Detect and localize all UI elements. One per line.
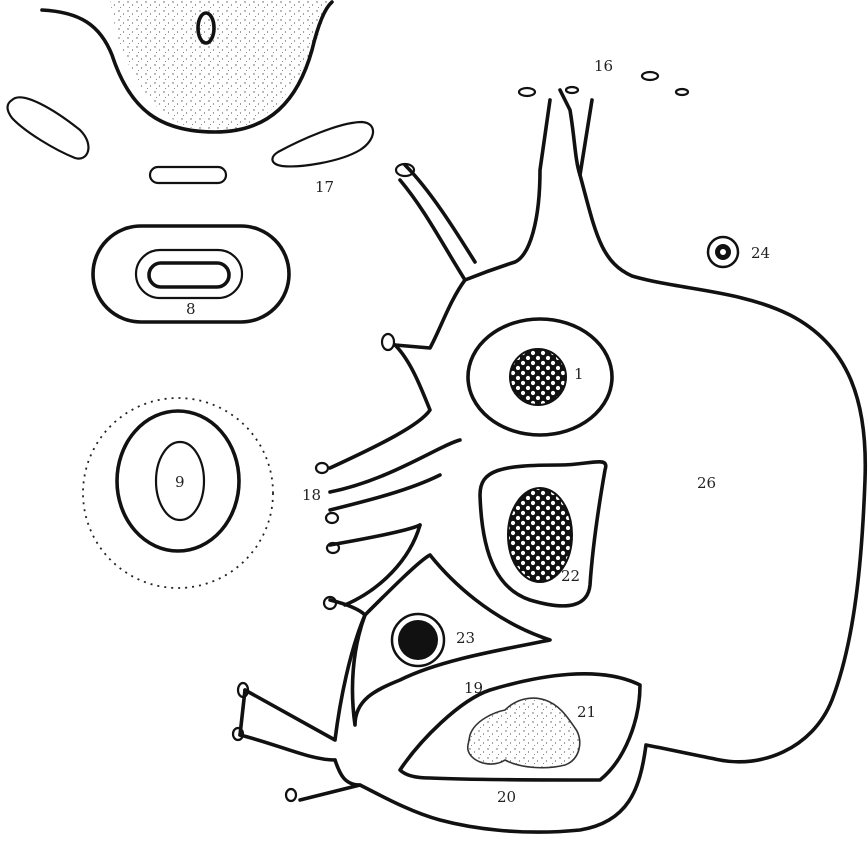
figure-labels: 16 17 8 24 1 9 26 18 22 23 19 21 20 [175,57,770,806]
label-19: 19 [464,679,483,697]
label-23: 23 [456,629,475,647]
label-16: 16 [594,57,613,75]
label-9: 9 [175,473,185,491]
label-26: 26 [697,474,716,492]
label-17: 17 [315,178,334,196]
cavity-21 [400,674,640,780]
structure-9 [83,398,273,588]
label-24: 24 [751,244,770,262]
label-21: 21 [577,703,596,721]
vessel-stubs [233,72,688,801]
label-20: 20 [497,788,516,806]
label-22: 22 [561,567,580,585]
label-18: 18 [302,486,321,504]
label-8: 8 [186,300,196,318]
cavity-22 [480,462,606,606]
structure-24 [708,237,738,267]
cavity-1 [468,319,612,435]
spinal-cord-section [42,0,332,132]
label-1: 1 [574,365,584,383]
